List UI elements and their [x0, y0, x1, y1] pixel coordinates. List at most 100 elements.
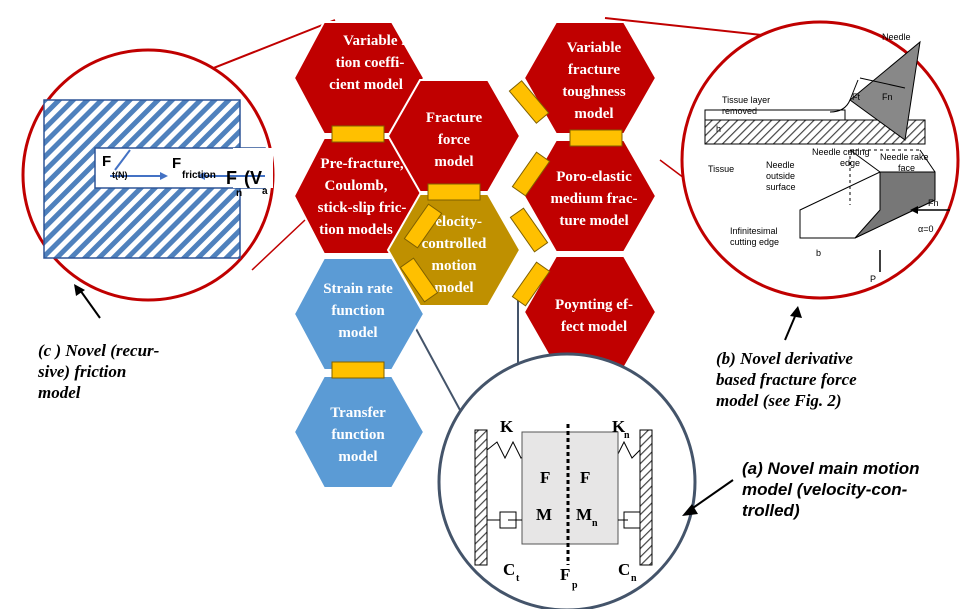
label-p: P — [870, 274, 876, 284]
hex-velocity-line3: motion — [432, 258, 478, 274]
hex-pre-fracture[interactable]: Pre-fracture, Coulomb, stick-slip fric- … — [292, 137, 426, 255]
hex-poynting-line2: fect model — [561, 319, 627, 335]
label-ft-sub: t(N) — [112, 170, 128, 180]
label-rake-face-2: face — [898, 163, 915, 173]
hex-pre-fracture-line3: stick-slip fric- — [318, 200, 407, 216]
hex-transfer-line2: function — [331, 427, 385, 443]
hex-transfer-line1: Transfer — [330, 405, 386, 421]
hex-poynting-line1: Poynting ef- — [555, 297, 633, 313]
label-fp-sub: p — [572, 580, 578, 591]
hex-strain-rate[interactable]: Strain rate function model — [292, 257, 426, 371]
connector-line-friction-bottom — [251, 219, 306, 271]
mass-block — [521, 431, 619, 545]
label-ft: F — [102, 153, 111, 170]
connector-strain-velocity — [399, 257, 439, 303]
hex-variable-toughness-line4: model — [574, 106, 613, 122]
hex-strain-rate-line3: model — [338, 325, 377, 341]
hex-variable-toughness-line3: toughness — [562, 84, 626, 100]
label-h: h — [716, 124, 721, 134]
hex-variable-toughness[interactable]: Variable fracture toughness model — [522, 21, 658, 135]
connector-fracture-velocity — [427, 183, 481, 201]
label-outside-2: outside — [766, 171, 795, 181]
caption-a: (a) Novel main motion model (velocity-co… — [742, 458, 964, 521]
hex-variable-friction-line3: cient model — [329, 77, 403, 93]
label-tissue: Tissue — [708, 164, 734, 174]
hex-poro-elastic[interactable]: Poro-elastic medium frac- ture model — [522, 139, 658, 253]
label-fp: F — [560, 565, 570, 584]
hex-strain-rate-line2: function — [331, 303, 385, 319]
caption-b: (b) Novel derivative based fracture forc… — [716, 348, 926, 411]
caption-c-line2: sive) friction — [38, 362, 127, 381]
fracture-inset: Tissue layer removed Needle Fn Ft h Tiss… — [680, 20, 960, 300]
hex-fracture-force-line3: model — [434, 154, 473, 170]
label-fn-top: Fn — [882, 92, 893, 102]
label-rake-face-1: Needle rake — [880, 152, 929, 162]
connector-toughness-poro — [569, 129, 623, 147]
hex-variable-toughness-line2: fracture — [568, 62, 621, 78]
hex-poro-elastic-line2: medium frac- — [550, 191, 637, 207]
connector-prefracture-velocity — [403, 203, 443, 249]
caption-b-line1: (b) Novel derivative — [716, 349, 853, 368]
connector-friction-prefracture — [331, 125, 385, 143]
hex-transfer-line3: model — [338, 449, 377, 465]
label-fn: F — [226, 168, 237, 188]
label-ffriction-sub: friction — [182, 170, 216, 181]
hex-pre-fracture-line4: tion models — [319, 222, 393, 238]
hex-variable-friction-line1: Variable fr — [343, 33, 413, 49]
hex-velocity-line4: model — [434, 280, 473, 296]
hex-fracture-force-line2: force — [438, 132, 471, 148]
hex-variable-toughness-line1: Variable — [567, 40, 622, 56]
caption-a-line1: (a) Novel main motion — [742, 459, 920, 478]
label-m-left: M — [536, 505, 552, 524]
connector-velocity-poro — [509, 207, 549, 253]
label-cn: C — [618, 560, 630, 579]
arrow-c — [79, 289, 101, 319]
label-needle: Needle — [882, 32, 911, 42]
hex-pre-fracture-line1: Pre-fracture, — [320, 156, 403, 172]
damper-right — [623, 511, 641, 529]
hex-strain-rate-line1: Strain rate — [323, 281, 393, 297]
label-m-right-sub: n — [592, 518, 598, 529]
label-fn-sub: n — [236, 188, 242, 199]
label-ft-top: Ft — [852, 92, 860, 102]
label-outside-3: surface — [766, 182, 796, 192]
force-arrow-ft — [114, 149, 131, 171]
caption-c-line3: model — [38, 383, 81, 402]
motion-inset: K K n F F M M n C t F p C n — [437, 352, 697, 609]
label-fn-bottom: Fn — [928, 198, 939, 208]
connector-fracture-poro — [511, 151, 551, 197]
connector-velocity-poynting — [511, 261, 551, 307]
friction-inset: F t(N) F friction F n (V a — [21, 48, 275, 302]
label-b: b — [816, 248, 821, 258]
label-outside-1: Needle — [766, 160, 795, 170]
label-infinitesimal-2: cutting edge — [730, 237, 779, 247]
label-f-right: F — [580, 468, 590, 487]
hex-velocity-line1: Velocity- — [426, 214, 482, 230]
label-ffriction: F — [172, 155, 181, 172]
hex-variable-friction[interactable]: Variable fr tion coeffi- cient model — [292, 21, 426, 135]
hex-poro-elastic-line3: ture model — [559, 213, 628, 229]
caption-a-line2: model (velocity-con- — [742, 480, 908, 499]
label-tissue-layer-2: removed — [722, 106, 757, 116]
label-k: K — [500, 417, 514, 436]
label-cn-sub: n — [631, 573, 637, 584]
connector-strain-transfer — [331, 361, 385, 379]
hex-connectors — [331, 80, 623, 379]
caption-b-line2: based fracture force — [716, 370, 857, 389]
label-v: (V — [244, 168, 262, 188]
label-ct-sub: t — [516, 573, 520, 584]
connector-fracture-toughness — [508, 80, 550, 124]
hex-variable-friction-line2: tion coeffi- — [336, 55, 405, 71]
label-kn-sub: n — [624, 430, 630, 441]
hex-transfer[interactable]: Transfer function model — [292, 375, 426, 489]
arrow-b — [784, 313, 797, 341]
caption-a-line3: trolled) — [742, 501, 800, 520]
hex-fracture-force[interactable]: Fracture force model — [386, 79, 522, 193]
hex-velocity-line2: controlled — [422, 236, 487, 252]
label-v-sub: a — [262, 186, 268, 197]
label-cutting-edge-1: Needle cutting — [812, 147, 870, 157]
label-tissue-layer-1: Tissue layer — [722, 95, 770, 105]
needle-shape — [849, 40, 921, 141]
